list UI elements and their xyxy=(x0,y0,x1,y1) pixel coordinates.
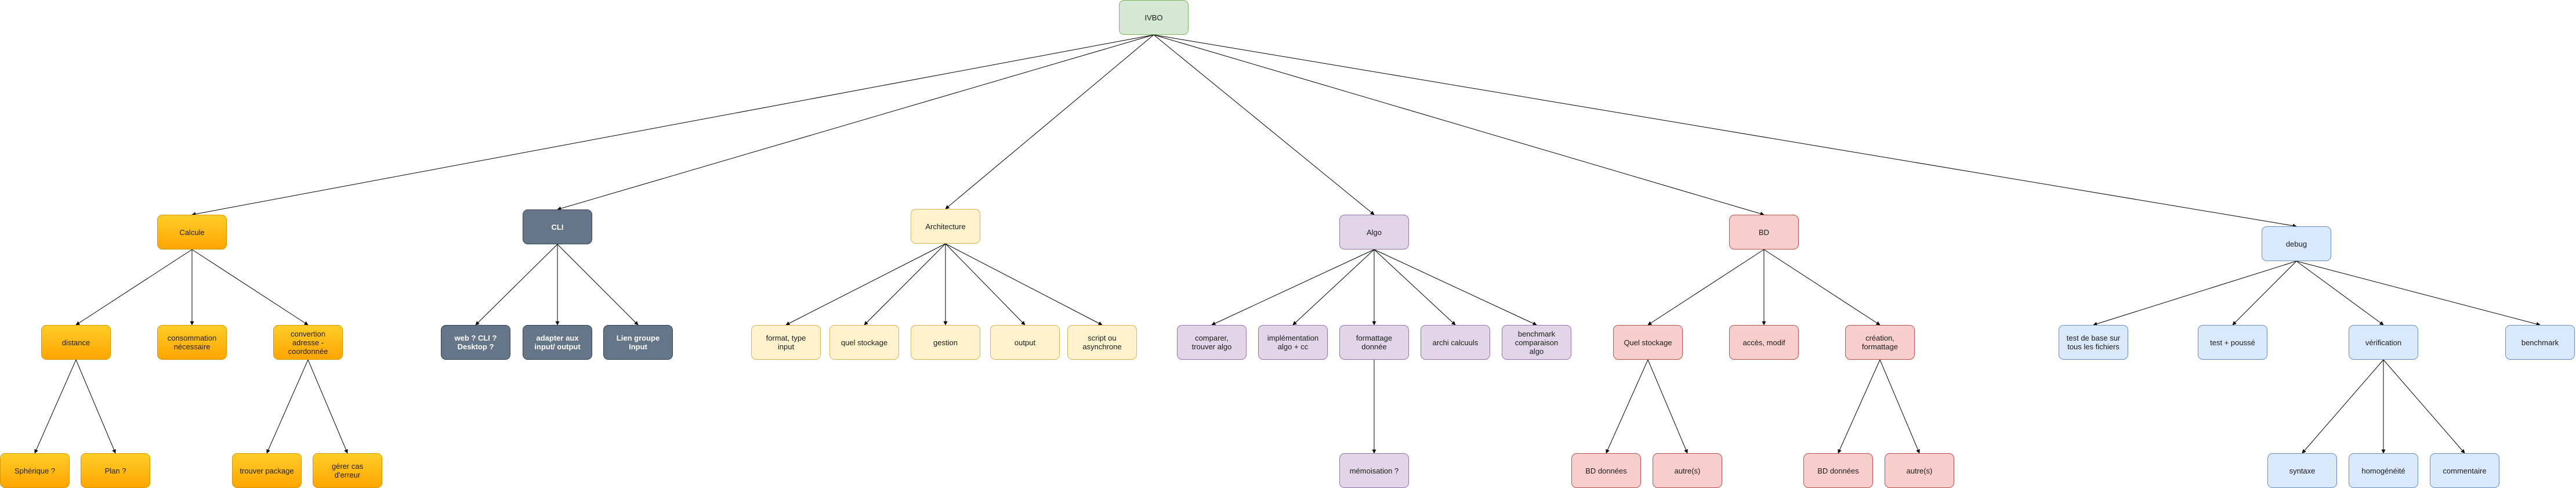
node-memoisation[interactable]: mémoisation ? xyxy=(1339,453,1409,488)
edge-root-bd xyxy=(1153,34,1765,216)
node-output[interactable]: output xyxy=(990,325,1060,360)
node-calcule[interactable]: Calcule xyxy=(157,215,227,250)
edge-root-cli xyxy=(557,34,1154,211)
node-bd[interactable]: BD xyxy=(1729,215,1799,250)
node-algo[interactable]: Algo xyxy=(1339,215,1409,250)
node-bd-donnees-1[interactable]: BD données xyxy=(1571,453,1641,488)
node-consommation[interactable]: consommation nécessaire xyxy=(157,325,227,360)
edge-distance-plan xyxy=(75,359,116,454)
edge-cli-lien_groupe xyxy=(557,244,639,326)
node-cli[interactable]: CLI xyxy=(523,209,592,244)
node-conversion[interactable]: convertion adresse - coordonnée xyxy=(273,325,343,360)
edge-quel_stockage_bd-autres_1 xyxy=(1647,359,1688,454)
node-quel-stockage-bd[interactable]: Quel stockage xyxy=(1613,325,1683,360)
edge-quel_stockage_bd-bd_donnees_1 xyxy=(1606,359,1649,454)
edge-architecture-script xyxy=(945,243,1103,326)
edge-architecture-format_input xyxy=(785,243,946,326)
edge-algo-comparer xyxy=(1211,249,1375,326)
edge-root-architecture xyxy=(945,34,1154,209)
node-archi-calcul[interactable]: archi calcuuls xyxy=(1421,325,1490,360)
edge-conversion-gerer_erreur xyxy=(307,359,348,454)
edge-calcule-distance xyxy=(75,249,193,326)
node-spherique[interactable]: Sphérique ? xyxy=(0,453,70,488)
edge-bd-creation xyxy=(1763,249,1881,326)
node-bd-donnees-2[interactable]: BD données xyxy=(1803,453,1873,488)
node-trouver-package[interactable]: trouver package xyxy=(232,453,302,488)
node-test-pousse[interactable]: test + poussé xyxy=(2198,325,2267,360)
node-autres-2[interactable]: autre(s) xyxy=(1885,453,1954,488)
node-script[interactable]: script ou asynchrone xyxy=(1067,325,1137,360)
node-web-cli[interactable]: web ? CLI ? Desktop ? xyxy=(441,325,510,360)
edge-root-debug xyxy=(1153,34,2297,228)
node-architecture[interactable]: Architecture xyxy=(911,209,980,244)
node-ivbo[interactable]: IVBO xyxy=(1119,0,1189,35)
edge-creation-autres_2 xyxy=(1879,359,1920,454)
node-implementation[interactable]: implémentation algo + cc xyxy=(1258,325,1328,360)
node-syntaxe[interactable]: syntaxe xyxy=(2267,453,2337,488)
edge-root-calcule xyxy=(191,34,1154,216)
edge-debug-benchmark xyxy=(2296,261,2541,326)
node-distance[interactable]: distance xyxy=(41,325,111,360)
edge-algo-benchmark_algo xyxy=(1374,249,1537,326)
edge-creation-bd_donnees_2 xyxy=(1838,359,1881,454)
edge-conversion-trouver_package xyxy=(266,359,309,454)
node-comparer[interactable]: comparer, trouver algo xyxy=(1177,325,1247,360)
node-autres-1[interactable]: autre(s) xyxy=(1653,453,1722,488)
edge-debug-test_pousse xyxy=(2232,261,2297,326)
edge-verification-syntaxe xyxy=(2302,359,2384,454)
node-benchmark-algo[interactable]: benchmark comparaison algo xyxy=(1502,325,1571,360)
node-homogeneite[interactable]: homogénéité xyxy=(2349,453,2418,488)
node-commentaire[interactable]: commentaire xyxy=(2430,453,2499,488)
edge-architecture-output xyxy=(945,243,1026,326)
edge-distance-spherique xyxy=(34,359,77,454)
edge-debug-verification xyxy=(2296,261,2384,326)
node-gestion[interactable]: gestion xyxy=(911,325,980,360)
edge-architecture-quel_stockage_arch xyxy=(864,243,946,326)
edge-algo-implementation xyxy=(1292,249,1375,326)
edge-root-algo xyxy=(1153,34,1375,215)
node-plan[interactable]: Plan ? xyxy=(81,453,150,488)
node-test-base[interactable]: test de base sur tous les fichiers xyxy=(2059,325,2128,360)
node-creation[interactable]: création, formattage xyxy=(1845,325,1915,360)
edge-debug-test_base xyxy=(2093,261,2297,326)
node-acces[interactable]: accès, modif xyxy=(1729,325,1799,360)
edge-cli-web_cli xyxy=(475,244,558,326)
node-quel-stockage-arch[interactable]: quel stockage xyxy=(829,325,899,360)
node-verification[interactable]: vérification xyxy=(2349,325,2418,360)
node-debug[interactable]: debug xyxy=(2262,226,2331,261)
node-adapter[interactable]: adapter aux input/ output xyxy=(523,325,592,360)
node-format-input[interactable]: format, type input xyxy=(751,325,821,360)
edge-bd-quel_stockage_bd xyxy=(1647,249,1765,326)
node-benchmark[interactable]: benchmark xyxy=(2505,325,2575,360)
edge-algo-archi_calcul xyxy=(1374,249,1456,326)
node-gerer-erreur[interactable]: gérer cas d'erreur xyxy=(313,453,382,488)
edge-calcule-conversion xyxy=(191,249,309,326)
edge-verification-commentaire xyxy=(2383,359,2465,454)
node-lien-groupe[interactable]: Lien groupe Input xyxy=(603,325,673,360)
node-formattage-donnee[interactable]: formattage donnée xyxy=(1339,325,1409,360)
